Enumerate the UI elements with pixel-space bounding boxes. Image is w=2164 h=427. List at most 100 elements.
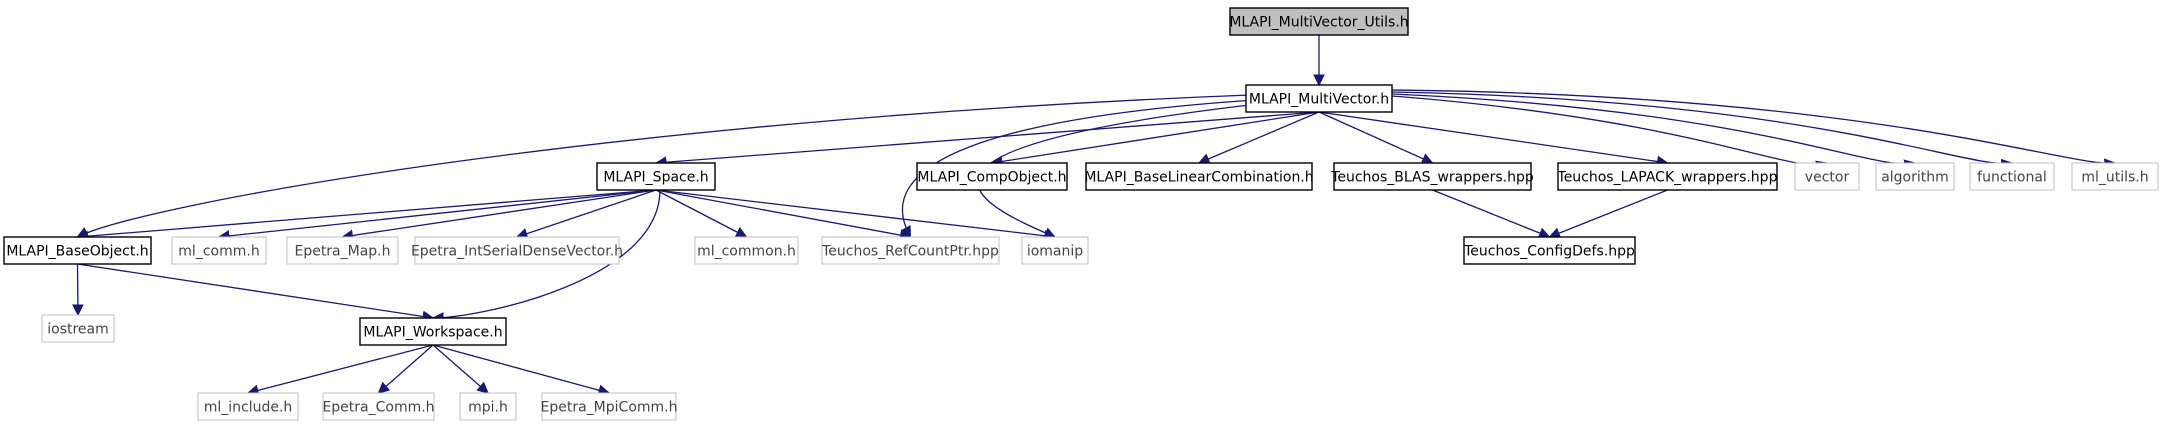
edge-multivector-to-blaswrap xyxy=(1318,111,1434,165)
node-ml_comm: ml_comm.h xyxy=(171,236,267,265)
edge-space-to-ml_comm xyxy=(217,189,657,242)
node-label: MLAPI_BaseLinearCombination.h xyxy=(1084,170,1313,186)
edge-space-to-ml_common xyxy=(655,189,748,238)
node-label: Teuchos_BLAS_wrappers.hpp xyxy=(1330,170,1534,186)
node-box xyxy=(41,314,115,343)
node-space[interactable]: MLAPI_Space.h xyxy=(596,162,716,191)
node-label: Teuchos_RefCountPtr.hpp xyxy=(821,244,999,260)
node-baselincomb[interactable]: MLAPI_BaseLinearCombination.h xyxy=(1084,162,1314,191)
node-box xyxy=(359,317,507,346)
node-box xyxy=(596,162,716,191)
node-box xyxy=(1229,7,1409,36)
node-label: Epetra_IntSerialDenseVector.h xyxy=(411,244,623,260)
node-label: MLAPI_CompObject.h xyxy=(917,170,1066,186)
node-box xyxy=(1794,162,1860,191)
node-label: vector xyxy=(1805,170,1850,186)
node-box xyxy=(821,236,1000,265)
node-box xyxy=(1021,236,1089,265)
node-label: Teuchos_ConfigDefs.hpp xyxy=(1463,244,1635,260)
node-box xyxy=(1969,162,2055,191)
edge-space-to-epetra_map xyxy=(341,189,657,242)
edge-workspace-to-epetra_mpicomm xyxy=(432,344,611,396)
node-box xyxy=(3,236,152,265)
node-vector: vector xyxy=(1794,162,1860,191)
edge-blaswrap-to-configdefs xyxy=(1432,189,1551,239)
node-ml_utils: ml_utils.h xyxy=(2071,162,2159,191)
node-box xyxy=(694,236,799,265)
node-label: iomanip xyxy=(1027,244,1083,260)
node-ml_include: ml_include.h xyxy=(197,392,299,421)
node-box xyxy=(1085,162,1313,191)
node-baseobject[interactable]: MLAPI_BaseObject.h xyxy=(3,236,152,265)
node-label: mpi.h xyxy=(468,400,508,416)
edge-space-to-rcp xyxy=(655,189,912,241)
node-label: Epetra_Map.h xyxy=(294,244,390,260)
node-functional: functional xyxy=(1969,162,2055,191)
edge-workspace-to-mpi xyxy=(432,344,489,394)
edge-space-to-workspace xyxy=(431,189,661,324)
edge-workspace-to-ml_include xyxy=(246,344,434,397)
edge-space-to-epetra_isdv xyxy=(515,189,657,240)
node-label: ml_include.h xyxy=(204,400,293,416)
node-box xyxy=(197,392,299,421)
edge-multivector-to-baselincomb xyxy=(1197,111,1320,165)
node-box xyxy=(171,236,267,265)
node-iostream: iostream xyxy=(41,314,115,343)
node-label: ml_comm.h xyxy=(178,244,259,260)
edge-multivector-to-baseobject xyxy=(76,94,1251,238)
node-ml_common: ml_common.h xyxy=(694,236,799,265)
edge-multivector-to-lapackwrap xyxy=(1318,111,1669,168)
node-rcp: Teuchos_RefCountPtr.hpp xyxy=(821,236,1000,265)
node-epetra_comm: Epetra_Comm.h xyxy=(322,392,435,421)
node-root[interactable]: MLAPI_MultiVector_Utils.h xyxy=(1229,7,1409,36)
node-label: functional xyxy=(1977,170,2047,186)
node-box xyxy=(541,392,677,421)
node-label: ml_common.h xyxy=(697,244,796,260)
node-box xyxy=(1557,162,1778,191)
node-box xyxy=(1333,162,1532,191)
node-box xyxy=(2071,162,2159,191)
edge-multivector-to-ml_utils xyxy=(1391,89,2117,170)
node-label: MLAPI_BaseObject.h xyxy=(6,244,148,260)
node-label: iostream xyxy=(47,322,109,338)
edges-layer xyxy=(72,35,2117,397)
node-label: Epetra_MpiComm.h xyxy=(541,400,678,416)
node-box xyxy=(1245,84,1393,113)
node-compobject[interactable]: MLAPI_CompObject.h xyxy=(916,162,1068,191)
node-label: MLAPI_MultiVector.h xyxy=(1249,92,1389,108)
edge-space-to-iomanip xyxy=(655,189,1057,242)
node-mpi: mpi.h xyxy=(459,392,517,421)
node-lapackwrap[interactable]: Teuchos_LAPACK_wrappers.hpp xyxy=(1557,162,1778,191)
node-box xyxy=(286,236,399,265)
node-algorithm: algorithm xyxy=(1875,162,1955,191)
edge-space-to-baseobject xyxy=(76,189,657,242)
node-blaswrap[interactable]: Teuchos_BLAS_wrappers.hpp xyxy=(1330,162,1534,191)
node-epetra_mpicomm: Epetra_MpiComm.h xyxy=(541,392,678,421)
edge-lapackwrap-to-configdefs xyxy=(1548,189,1668,239)
edge-multivector-to-algorithm xyxy=(1391,93,1917,171)
edge-baseobject-to-iostream xyxy=(72,263,84,317)
node-box xyxy=(322,392,435,421)
edge-baseobject-to-workspace xyxy=(77,263,435,323)
node-label: Teuchos_LAPACK_wrappers.hpp xyxy=(1557,170,1778,186)
node-epetra_map: Epetra_Map.h xyxy=(286,236,399,265)
node-epetra_isdv: Epetra_IntSerialDenseVector.h xyxy=(411,236,623,265)
node-workspace[interactable]: MLAPI_Workspace.h xyxy=(359,317,507,346)
node-iomanip: iomanip xyxy=(1021,236,1089,265)
edge-multivector-to-space xyxy=(654,111,1320,169)
node-box xyxy=(916,162,1068,191)
node-label: MLAPI_Workspace.h xyxy=(363,325,502,341)
node-label: ml_utils.h xyxy=(2081,170,2148,186)
node-multivector[interactable]: MLAPI_MultiVector.h xyxy=(1245,84,1393,113)
edge-multivector-to-compobject xyxy=(990,111,1320,168)
nodes-layer: MLAPI_MultiVector_Utils.hMLAPI_MultiVect… xyxy=(3,7,2159,421)
node-label: algorithm xyxy=(1881,170,1949,186)
node-configdefs[interactable]: Teuchos_ConfigDefs.hpp xyxy=(1463,236,1636,265)
node-label: MLAPI_MultiVector_Utils.h xyxy=(1229,15,1408,31)
edge-workspace-to-epetra_comm xyxy=(377,344,434,394)
node-label: Epetra_Comm.h xyxy=(322,400,434,416)
node-box xyxy=(1463,236,1636,265)
node-box xyxy=(1875,162,1955,191)
node-box xyxy=(414,236,620,265)
